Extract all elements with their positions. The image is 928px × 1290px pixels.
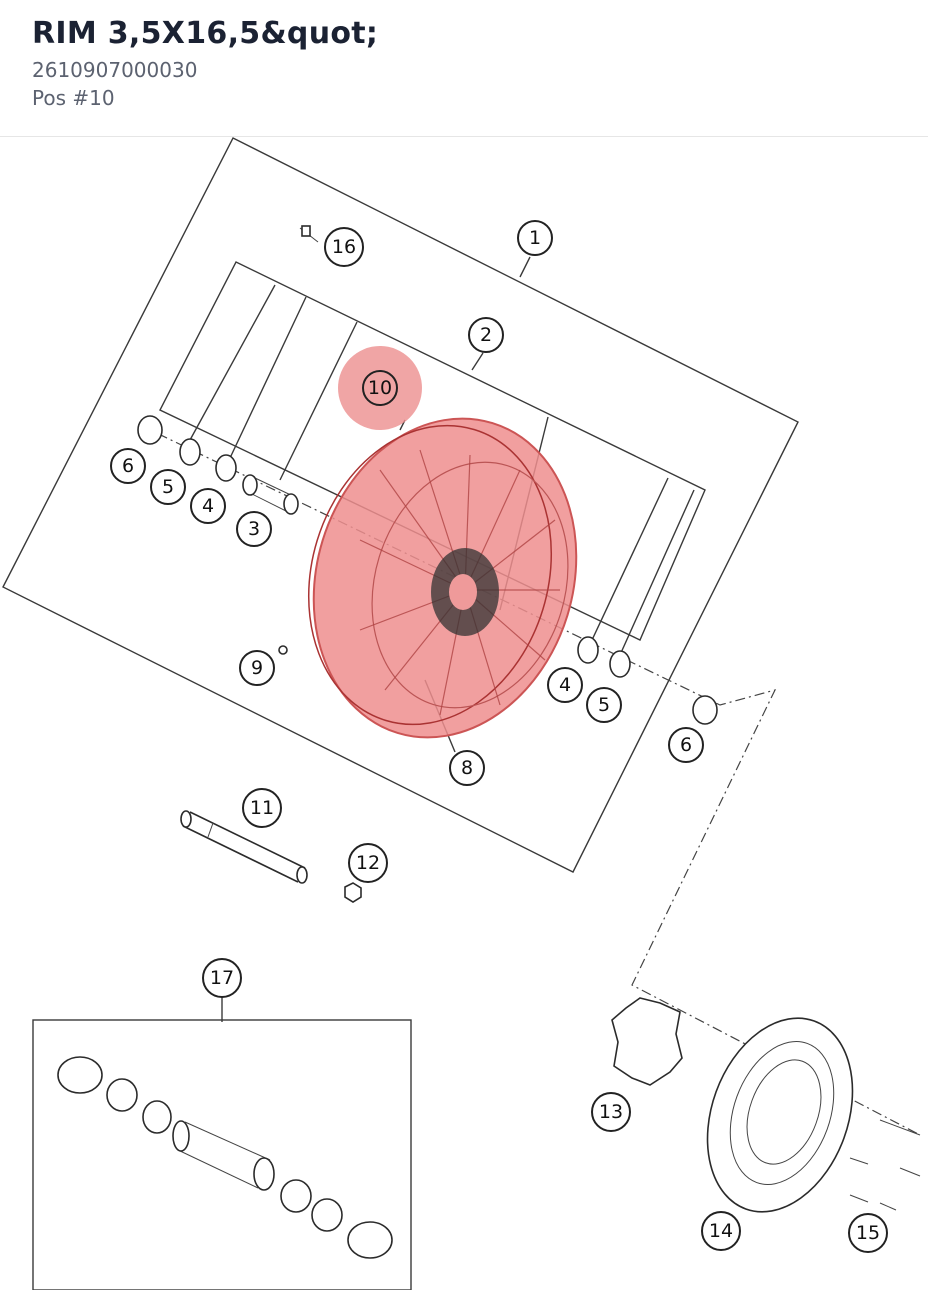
callout-17-label: 17 <box>210 967 234 989</box>
callout-5-left[interactable]: 5 <box>150 469 186 505</box>
callout-5-right-label: 5 <box>598 694 610 716</box>
right-bearing-stack <box>577 636 718 725</box>
callout-2[interactable]: 2 <box>468 317 504 353</box>
callout-12-label: 12 <box>356 852 380 874</box>
callout-1-label: 1 <box>529 227 541 249</box>
callout-16-label: 16 <box>332 236 356 258</box>
callout-4-left[interactable]: 4 <box>190 488 226 524</box>
nut-part <box>344 882 362 903</box>
callout-11-label: 11 <box>250 797 274 819</box>
callout-12[interactable]: 12 <box>348 843 388 883</box>
callout-3-label: 3 <box>248 518 260 540</box>
valve-part <box>299 225 319 243</box>
callout-9[interactable]: 9 <box>239 650 275 686</box>
brake-disc-part <box>706 1017 854 1213</box>
disc-bolts <box>849 1119 921 1211</box>
callout-15[interactable]: 15 <box>848 1213 888 1253</box>
part-position: Pos #10 <box>32 86 115 110</box>
bolt-part <box>278 645 288 655</box>
group-frame-2 <box>159 261 706 641</box>
callout-14-label: 14 <box>709 1220 733 1242</box>
callout-15-label: 15 <box>856 1222 880 1244</box>
left-bearing-stack <box>137 415 299 515</box>
callout-1[interactable]: 1 <box>517 220 553 256</box>
axle-part <box>180 810 308 884</box>
kit-parts <box>57 1056 393 1259</box>
callout-6-right-label: 6 <box>680 734 692 756</box>
callout-8[interactable]: 8 <box>449 750 485 786</box>
callout-4-right-label: 4 <box>559 674 571 696</box>
callout-13-label: 13 <box>599 1101 623 1123</box>
wheel-assembly <box>307 417 578 739</box>
callout-6-left-label: 6 <box>122 455 134 477</box>
callout-4-right[interactable]: 4 <box>547 667 583 703</box>
exploded-parts-diagram: 10 1 2 16 6 5 4 3 9 4 5 6 8 11 12 17 13 … <box>2 137 921 1290</box>
adapter-part <box>611 997 683 1086</box>
callout-10-label: 10 <box>368 377 392 399</box>
callout-11[interactable]: 11 <box>242 788 282 828</box>
callout-6-right[interactable]: 6 <box>668 727 704 763</box>
callout-6-left[interactable]: 6 <box>110 448 146 484</box>
part-title: RIM 3,5X16,5&quot; <box>32 16 379 51</box>
callout-10[interactable]: 10 <box>338 346 422 430</box>
callout-13[interactable]: 13 <box>591 1092 631 1132</box>
callout-5-left-label: 5 <box>162 476 174 498</box>
group-frame-1 <box>2 137 799 873</box>
part-header: RIM 3,5X16,5&quot; 2610907000030 Pos #10 <box>0 0 928 137</box>
kit-frame-17 <box>32 1019 412 1290</box>
part-number: 2610907000030 <box>32 58 198 82</box>
callout-14[interactable]: 14 <box>701 1211 741 1251</box>
callout-17[interactable]: 17 <box>202 958 242 998</box>
callout-4-left-label: 4 <box>202 495 214 517</box>
callout-9-label: 9 <box>251 657 263 679</box>
callout-8-label: 8 <box>461 757 473 779</box>
callout-2-label: 2 <box>480 324 492 346</box>
callout-3[interactable]: 3 <box>236 511 272 547</box>
callout-5-right[interactable]: 5 <box>586 687 622 723</box>
callout-16[interactable]: 16 <box>324 227 364 267</box>
